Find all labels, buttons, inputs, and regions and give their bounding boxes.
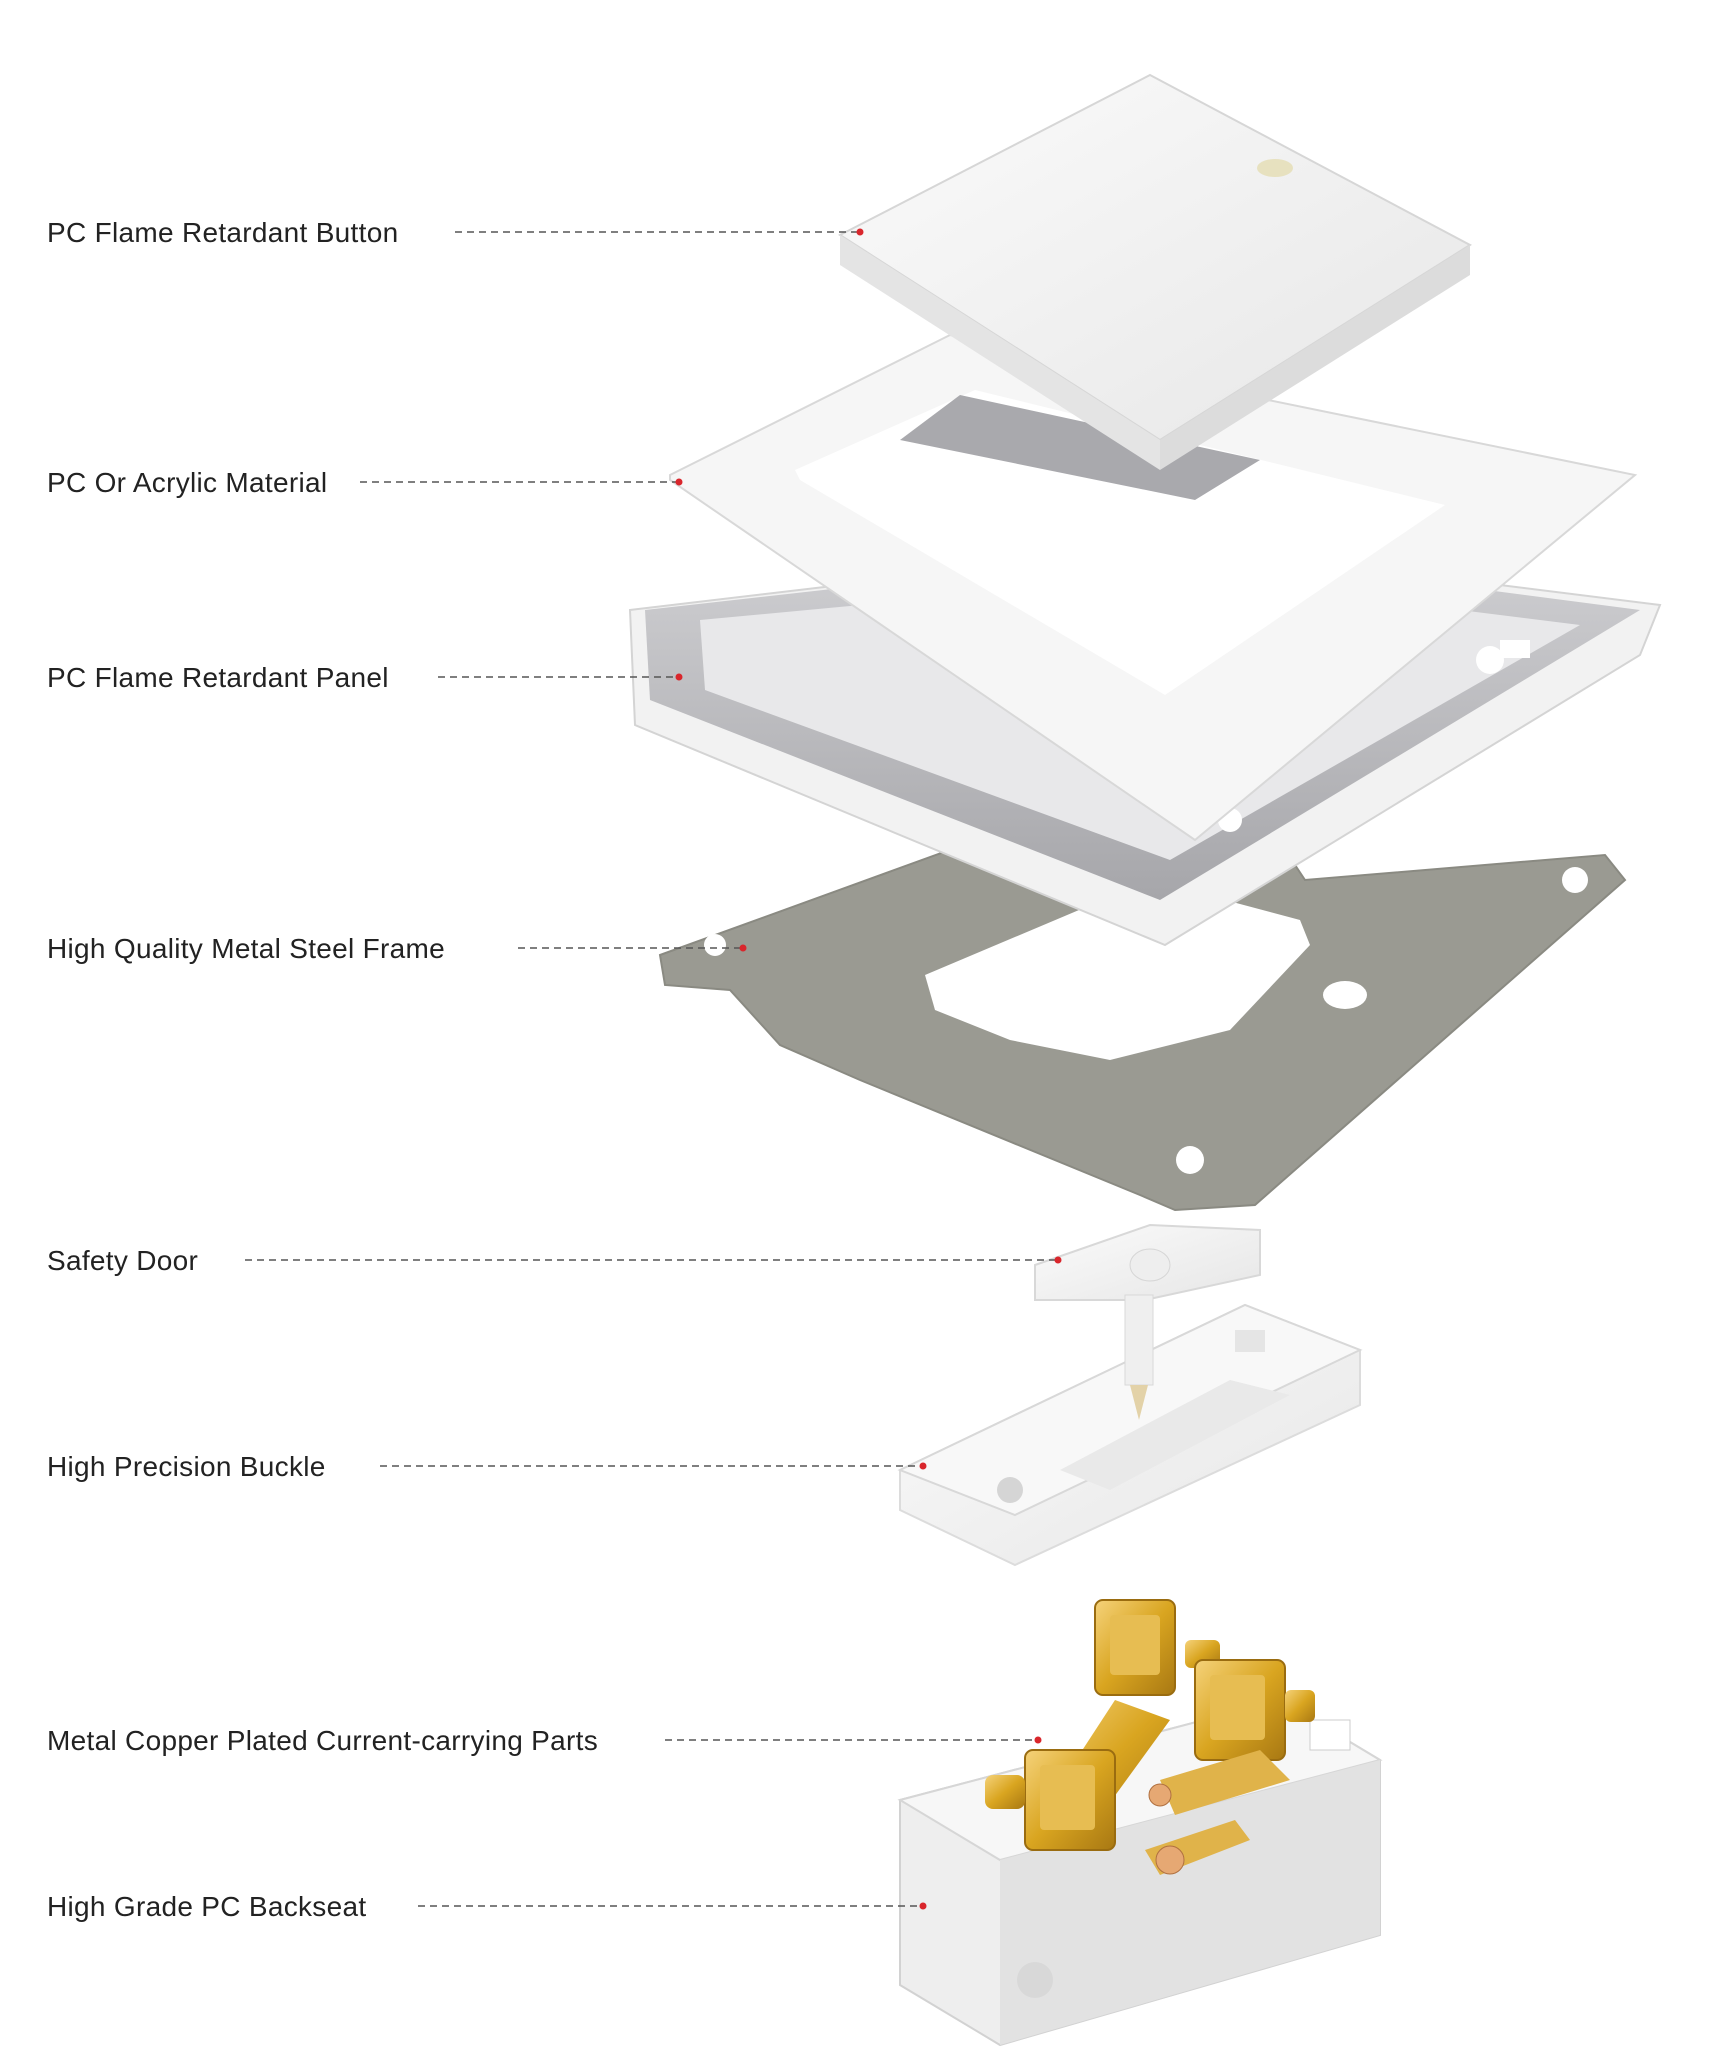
leader-lines xyxy=(245,228,1062,1910)
label-backseat: High Grade PC Backseat xyxy=(47,1891,367,1922)
label-buckle: High Precision Buckle xyxy=(47,1451,326,1482)
label-copper-parts: Metal Copper Plated Current-carrying Par… xyxy=(47,1725,599,1756)
label-acrylic-material: PC Or Acrylic Material xyxy=(47,467,328,498)
label-button: PC Flame Retardant Button xyxy=(47,217,399,248)
copper-parts xyxy=(985,1599,1315,1875)
buckle-part xyxy=(897,1303,1363,1567)
label-panel: PC Flame Retardant Panel xyxy=(47,662,389,693)
label-steel-frame: High Quality Metal Steel Frame xyxy=(47,933,446,964)
steel-frame-part xyxy=(658,808,1627,1212)
label-safety-door: Safety Door xyxy=(47,1245,199,1276)
safety-door-part xyxy=(1034,1223,1261,1420)
cover-plate-part xyxy=(669,333,1638,842)
button-part xyxy=(838,73,1472,470)
